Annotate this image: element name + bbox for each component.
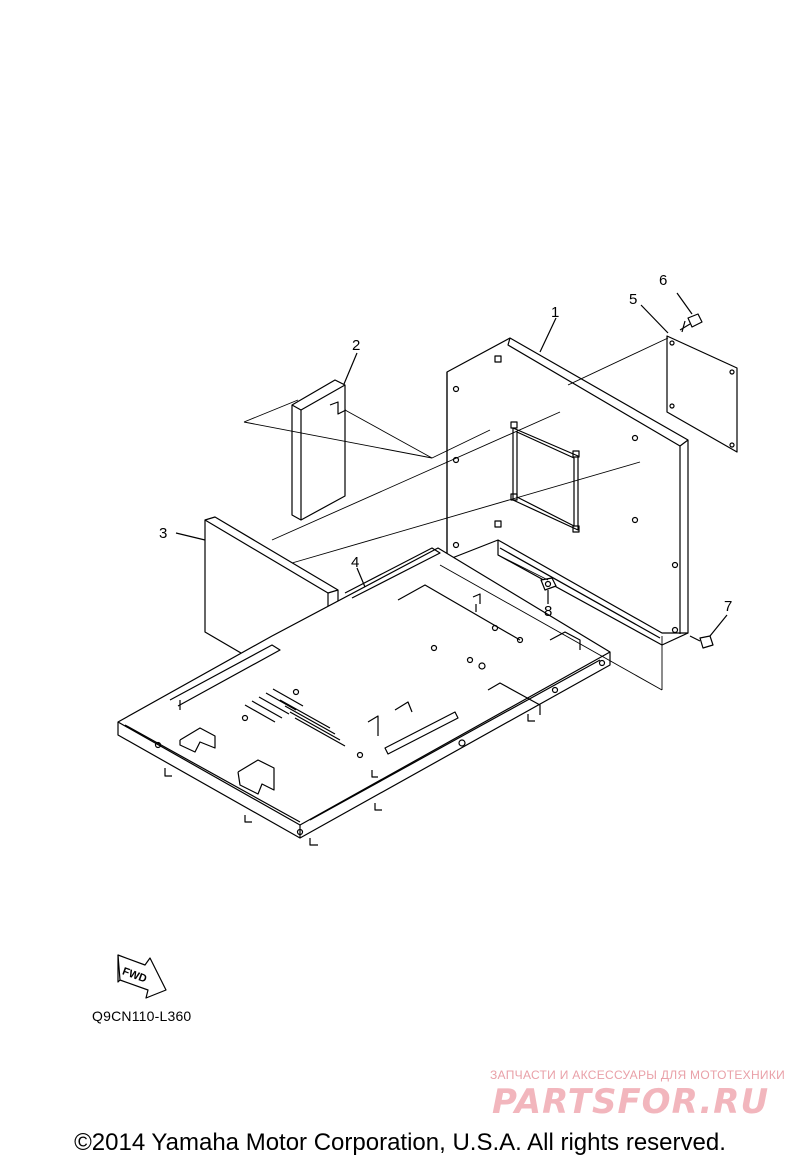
callout-6: 6	[659, 272, 668, 289]
part-2-pad	[291, 352, 358, 521]
watermark-subtitle: ЗАПЧАСТИ И АКСЕССУАРЫ ДЛЯ МОТОТЕХНИКИ	[490, 1068, 786, 1082]
part-1-rear-panel	[446, 317, 689, 646]
callout-3: 3	[159, 525, 168, 542]
part-8-nut	[540, 577, 557, 604]
callout-8: 8	[544, 603, 553, 620]
assembly-guide-lines	[243, 337, 669, 691]
callout-5: 5	[629, 291, 638, 308]
callout-2: 2	[352, 337, 361, 354]
fwd-arrow-icon	[117, 954, 167, 999]
diagram-code: Q9CN110-L360	[92, 1008, 192, 1024]
copyright-notice: ©2014 Yamaha Motor Corporation, U.S.A. A…	[74, 1129, 726, 1156]
part-5-cover-plate	[640, 304, 738, 453]
base-frame	[117, 547, 611, 846]
callout-7: 7	[724, 598, 733, 615]
part-6-bolt	[676, 292, 703, 333]
part-7-bolt	[689, 614, 728, 649]
callout-1: 1	[551, 304, 560, 321]
watermark-brand: PARTSFOR.RU	[492, 1082, 770, 1122]
callout-4: 4	[351, 554, 360, 571]
